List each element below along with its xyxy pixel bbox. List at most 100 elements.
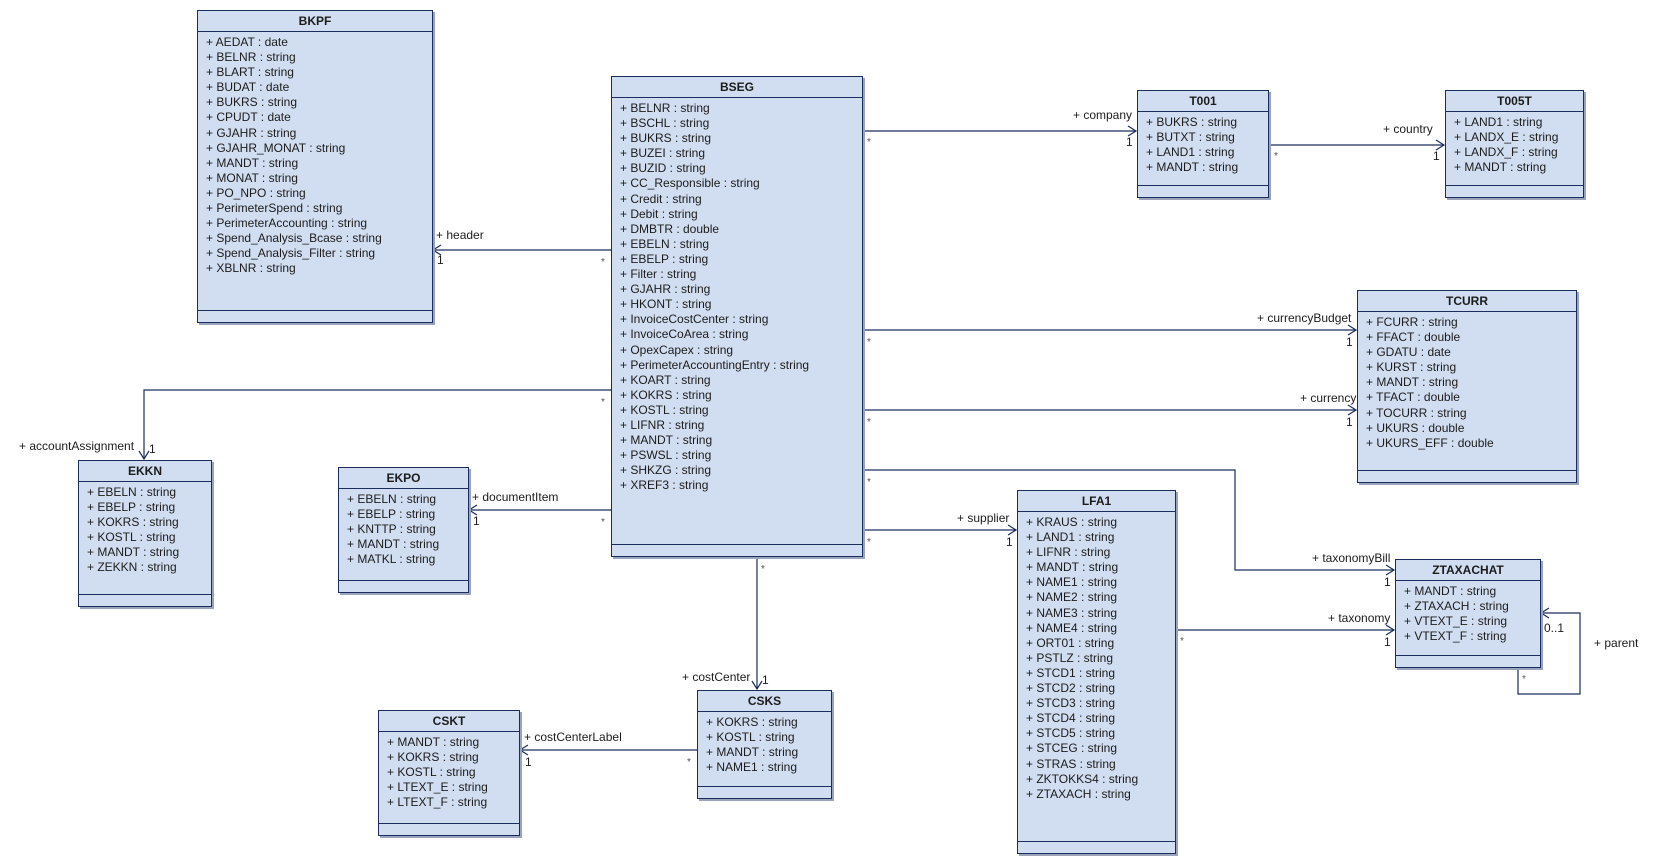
class-box-ztaxachat[interactable]: ZTAXACHAT + MANDT : string+ ZTAXACH : st… <box>1395 559 1541 668</box>
target-multiplicity-parent: 0..1 <box>1544 621 1565 635</box>
class-attribute: + LTEXT_E : string <box>387 780 488 795</box>
class-attribute: + PerimeterAccounting : string <box>206 216 368 231</box>
class-attribute: + MANDT : string <box>387 735 480 749</box>
class-attribute: + BUTXT : string <box>1146 130 1235 145</box>
class-name: T001 <box>1138 91 1268 112</box>
class-attribute: + ZTAXACH : string <box>1404 599 1509 614</box>
arrowhead-parent <box>1539 607 1550 619</box>
class-attribute: + MANDT : string <box>1366 375 1459 390</box>
target-multiplicity-taxonomy-bill: 1 <box>1384 575 1391 589</box>
class-attribute: + LAND1 : string <box>1146 145 1235 160</box>
class-box-csks[interactable]: CSKS + KOKRS : string+ KOSTL : string+ M… <box>697 690 832 799</box>
source-multiplicity-currency: * <box>867 417 871 428</box>
class-attribute: + KOART : string <box>620 372 711 387</box>
role-label-taxonomy-bill: + taxonomyBill <box>1312 551 1391 565</box>
class-attribute: + KOKRS : string <box>87 515 179 530</box>
class-attribute: + EBELP : string <box>620 251 709 266</box>
source-multiplicity-document-item: * <box>601 517 605 528</box>
arrowhead-document-item <box>467 504 478 516</box>
source-multiplicity-header: * <box>601 257 605 268</box>
class-box-lfa1[interactable]: LFA1 + KRAUS : string+ LAND1 : string+ L… <box>1017 490 1176 854</box>
class-attribute: + LANDX_F : string <box>1454 145 1558 160</box>
class-attribute: + ZEKKN : string <box>87 560 177 575</box>
class-attribute: + NAME3 : string <box>1026 605 1118 620</box>
source-multiplicity-parent: * <box>1522 674 1526 685</box>
association-line-taxonomy-bill <box>862 469 1394 571</box>
operations-compartment <box>1138 185 1268 197</box>
arrowhead-account-assignment <box>138 450 150 461</box>
target-multiplicity-taxonomy: 1 <box>1384 635 1391 649</box>
class-attribute: + EBELN : string <box>347 492 437 506</box>
role-label-supplier: + supplier <box>957 511 1010 525</box>
class-attribute: + KNTTP : string <box>347 522 436 537</box>
class-box-t001[interactable]: T001 + BUKRS : string+ BUTXT : string+ L… <box>1137 90 1269 198</box>
attribute-list: + MANDT : string+ ZTAXACH : string+ VTEX… <box>1396 581 1540 644</box>
operations-compartment <box>1018 841 1175 853</box>
operations-compartment <box>1396 655 1540 667</box>
operations-compartment <box>379 823 519 835</box>
class-attribute: + BELNR : string <box>620 101 710 115</box>
class-attribute: + BUZID : string <box>620 161 706 176</box>
role-label-taxonomy: + taxonomy <box>1328 611 1391 625</box>
class-attribute: + EBELP : string <box>347 507 436 522</box>
role-label-currency: + currency <box>1300 391 1357 405</box>
operations-compartment <box>198 310 432 322</box>
class-attribute: + KOSTL : string <box>620 402 709 417</box>
source-multiplicity-company: * <box>867 137 871 148</box>
class-attribute: + EBELN : string <box>87 485 177 499</box>
class-box-ekpo[interactable]: EKPO + EBELN : string+ EBELP : string+ K… <box>338 467 469 593</box>
class-attribute: + GDATU : date <box>1366 345 1451 360</box>
class-attribute: + MANDT : string <box>1026 560 1119 575</box>
class-attribute: + BUKRS : string <box>620 131 712 146</box>
source-multiplicity-country: * <box>1274 151 1278 162</box>
attribute-list: + BUKRS : string+ BUTXT : string+ LAND1 … <box>1138 112 1268 175</box>
source-multiplicity-currency-budget: * <box>867 337 871 348</box>
class-box-tcurr[interactable]: TCURR + FCURR : string+ FFACT : double+ … <box>1357 290 1577 483</box>
arrowhead-country <box>1435 139 1446 151</box>
class-attribute: + UKURS_EFF : double <box>1366 435 1494 450</box>
arrowhead-taxonomy-bill <box>1385 564 1396 576</box>
attribute-list: + KRAUS : string+ LAND1 : string+ LIFNR … <box>1018 512 1175 802</box>
target-multiplicity-account-assignment: 1 <box>149 442 156 456</box>
class-box-ekkn[interactable]: EKKN + EBELN : string+ EBELP : string+ K… <box>78 460 212 607</box>
class-attribute: + ORT01 : string <box>1026 635 1115 650</box>
target-multiplicity-country: 1 <box>1433 149 1440 163</box>
source-multiplicity-cost-center: * <box>761 564 765 575</box>
source-multiplicity-account-assignment: * <box>601 397 605 408</box>
class-box-t005t[interactable]: T005T + LAND1 : string+ LANDX_E : string… <box>1445 90 1584 198</box>
class-attribute: + KOSTL : string <box>87 530 176 545</box>
class-box-bseg[interactable]: BSEG + BELNR : string+ BSCHL : string+ B… <box>611 76 863 557</box>
class-attribute: + BSCHL : string <box>620 116 710 131</box>
class-attribute: + HKONT : string <box>620 297 712 312</box>
class-attribute: + LTEXT_F : string <box>387 795 488 810</box>
class-attribute: + PSWSL : string <box>620 448 712 463</box>
class-attribute: + STCD5 : string <box>1026 726 1116 741</box>
class-attribute: + KOSTL : string <box>387 765 476 780</box>
class-attribute: + PO_NPO : string <box>206 185 306 200</box>
class-box-bkpf[interactable]: BKPF + AEDAT : date+ BELNR : string+ BLA… <box>197 10 433 323</box>
source-multiplicity-taxonomy-bill: * <box>867 477 871 488</box>
class-box-cskt[interactable]: CSKT + MANDT : string+ KOKRS : string+ K… <box>378 710 520 836</box>
role-label-document-item: + documentItem <box>472 490 559 504</box>
class-attribute: + FCURR : string <box>1366 315 1458 329</box>
source-multiplicity-supplier: * <box>867 537 871 548</box>
class-attribute: + MANDT : string <box>706 745 799 760</box>
role-label-currency-budget: + currencyBudget <box>1257 311 1352 325</box>
class-attribute: + AEDAT : date <box>206 35 288 49</box>
source-multiplicity-cost-center-label: * <box>687 757 691 768</box>
class-name: CSKS <box>698 691 831 712</box>
class-attribute: + MONAT : string <box>206 170 298 185</box>
role-label-parent: + parent <box>1594 636 1639 650</box>
class-name: ZTAXACHAT <box>1396 560 1540 581</box>
class-attribute: + MATKL : string <box>347 552 436 567</box>
class-attribute: + MANDT : string <box>347 537 440 552</box>
class-attribute: + LAND1 : string <box>1026 530 1115 545</box>
arrowhead-taxonomy <box>1385 624 1396 636</box>
class-name: TCURR <box>1358 291 1576 312</box>
class-attribute: + KOSTL : string <box>706 730 795 745</box>
association-line-account-assignment <box>143 389 611 459</box>
class-attribute: + STCD1 : string <box>1026 665 1116 680</box>
class-name: T005T <box>1446 91 1583 112</box>
arrowhead-cost-center <box>751 680 763 691</box>
